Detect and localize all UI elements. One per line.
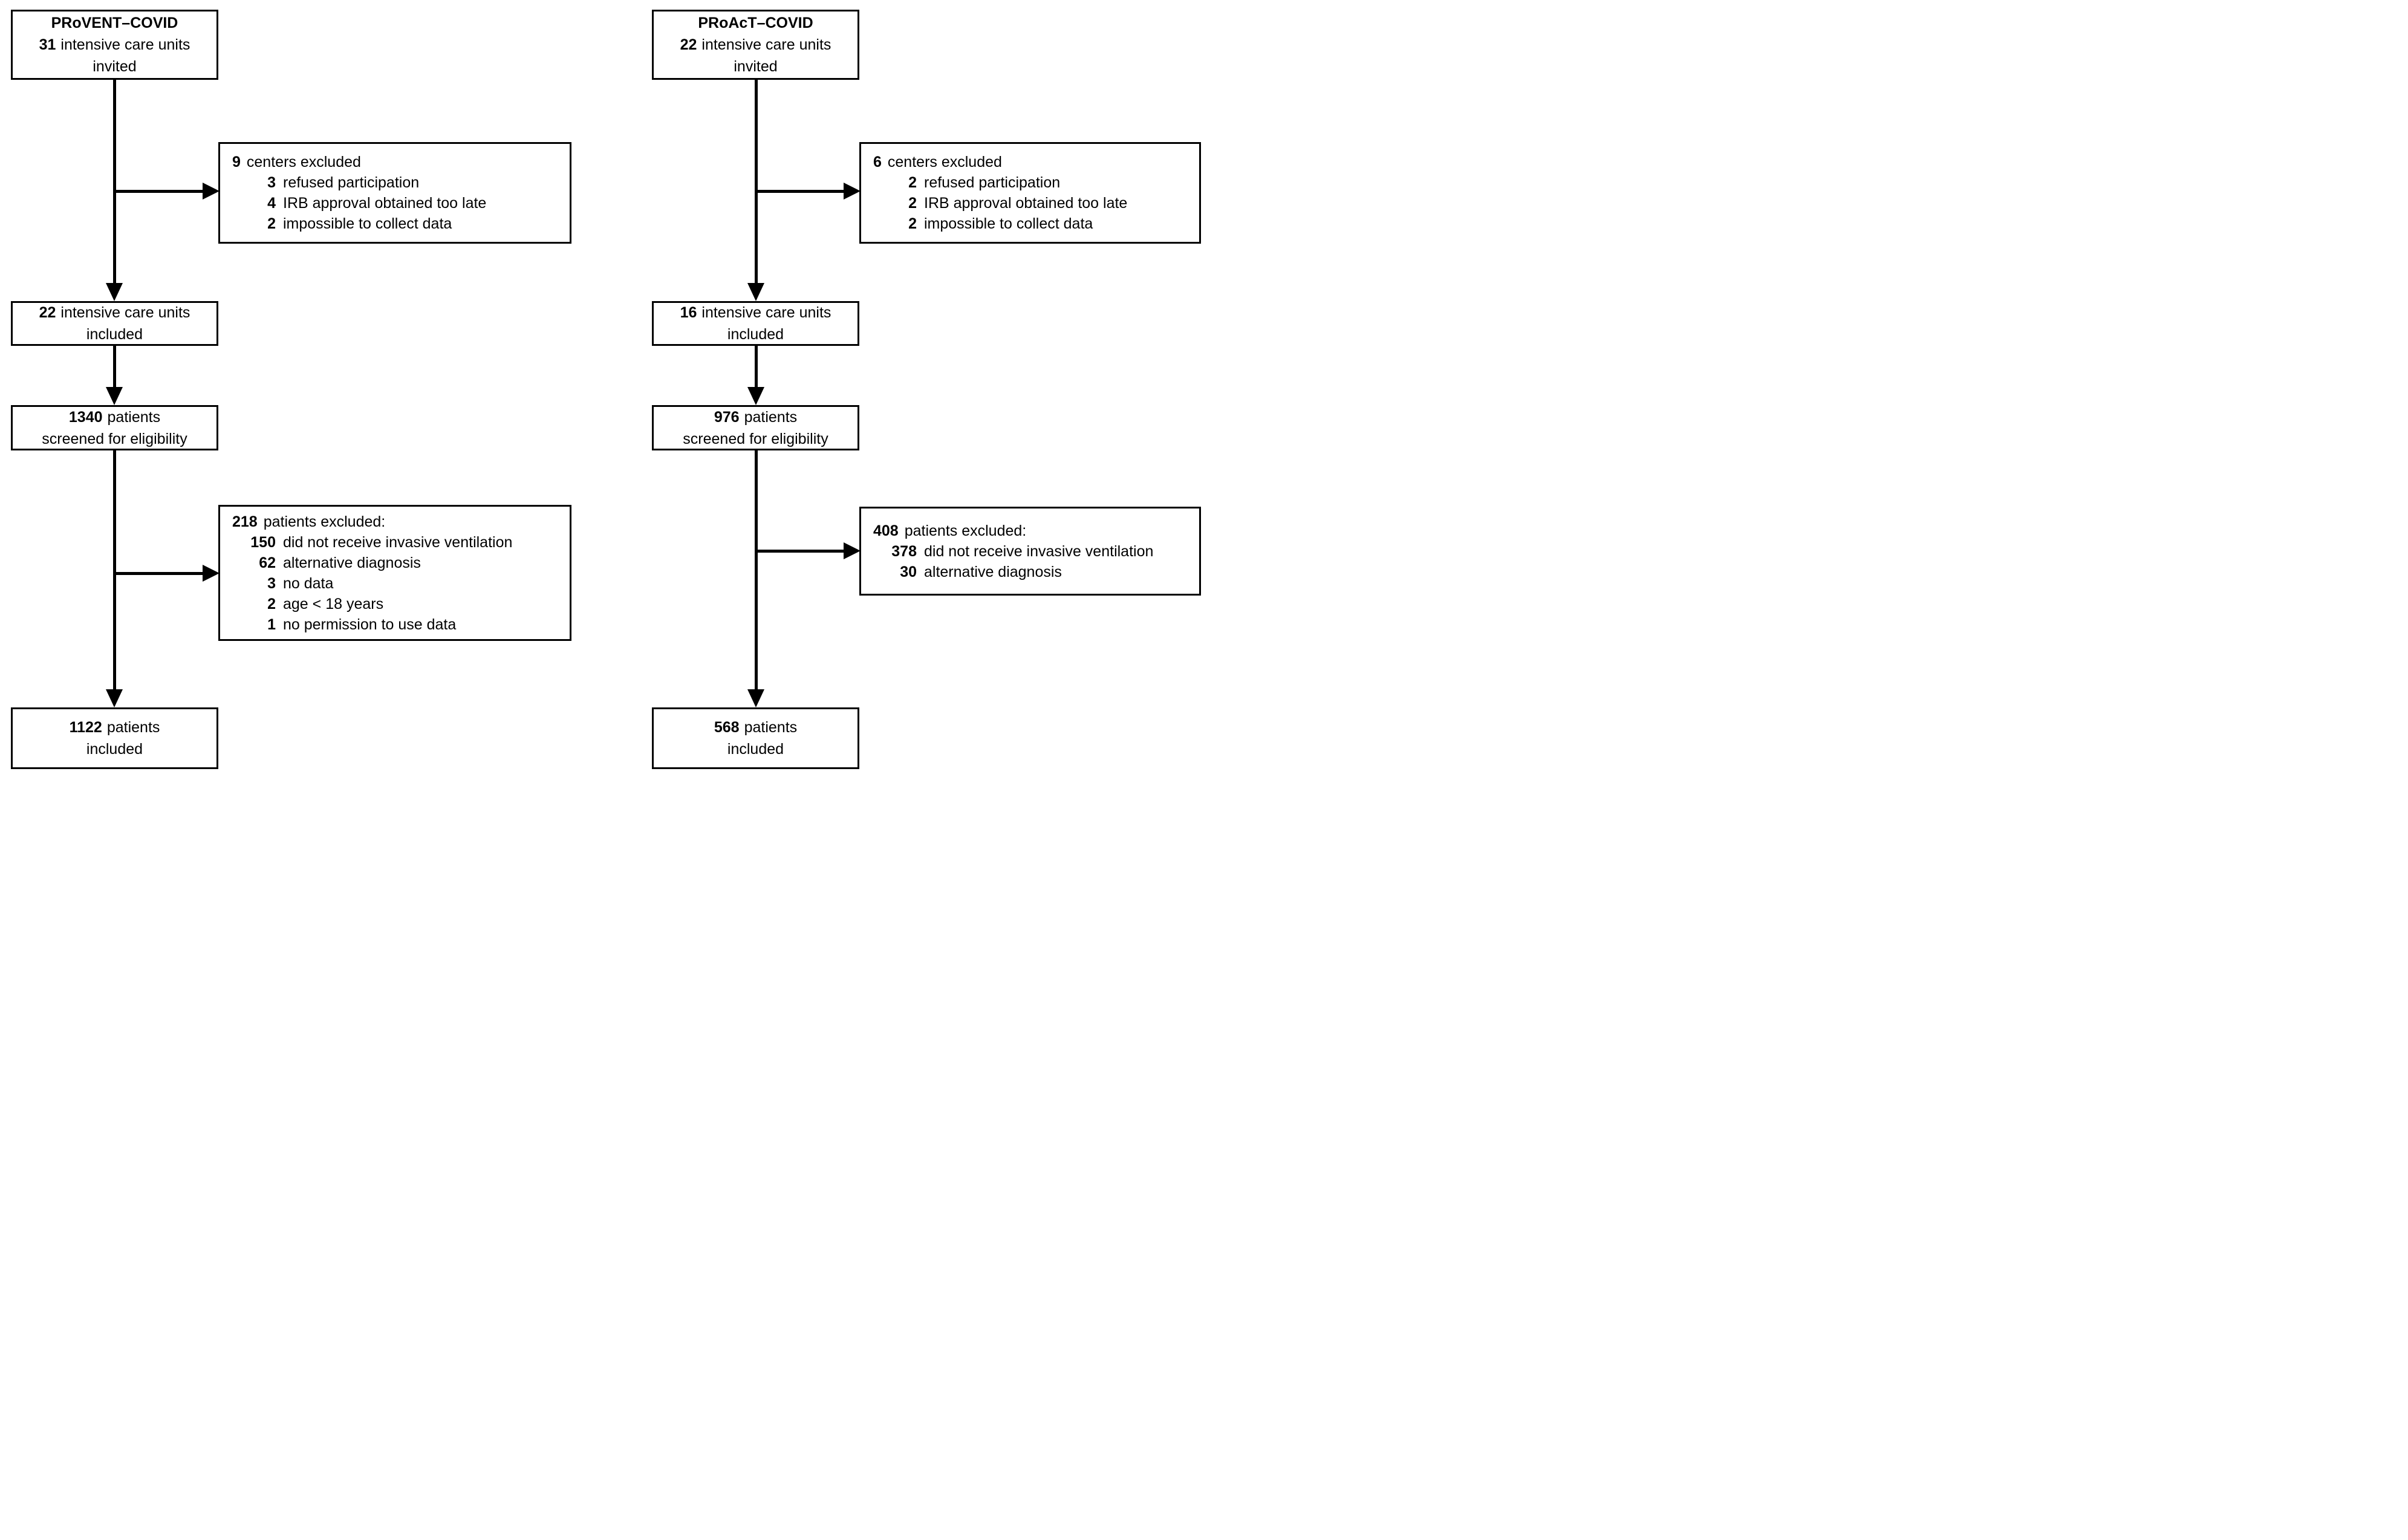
provent-down-arrowhead-1 <box>106 283 123 301</box>
proact-right-arrowhead-2 <box>844 542 861 559</box>
proact-arrow-line-1 <box>755 80 758 284</box>
provent-down-arrowhead-2 <box>106 387 123 405</box>
provent-title: PRoVENT–COVID <box>51 15 178 31</box>
provent-right-arrowhead-2 <box>203 565 220 582</box>
provent-right-arrowhead-1 <box>203 183 220 200</box>
proact-down-arrowhead-1 <box>747 283 764 301</box>
provent-branch-line-2 <box>114 572 203 575</box>
provent-branch-line-1 <box>114 190 203 193</box>
provent-invited-line2: invited <box>93 58 137 75</box>
proact-branch-line-1 <box>756 190 844 193</box>
provent-arrow-line-2 <box>113 345 116 388</box>
proact-down-arrowhead-2 <box>747 387 764 405</box>
proact-branch-line-2 <box>756 550 844 553</box>
proact-title: PRoAcT–COVID <box>698 15 813 31</box>
proact-arrow-line-3 <box>755 449 758 690</box>
proact-down-arrowhead-3 <box>747 689 764 707</box>
proact-invited-line2: invited <box>734 58 778 75</box>
proact-right-arrowhead-1 <box>844 183 861 200</box>
provent-arrow-line-1 <box>113 80 116 284</box>
provent-arrow-line-3 <box>113 449 116 690</box>
provent-down-arrowhead-3 <box>106 689 123 707</box>
proact-arrow-line-2 <box>755 345 758 388</box>
